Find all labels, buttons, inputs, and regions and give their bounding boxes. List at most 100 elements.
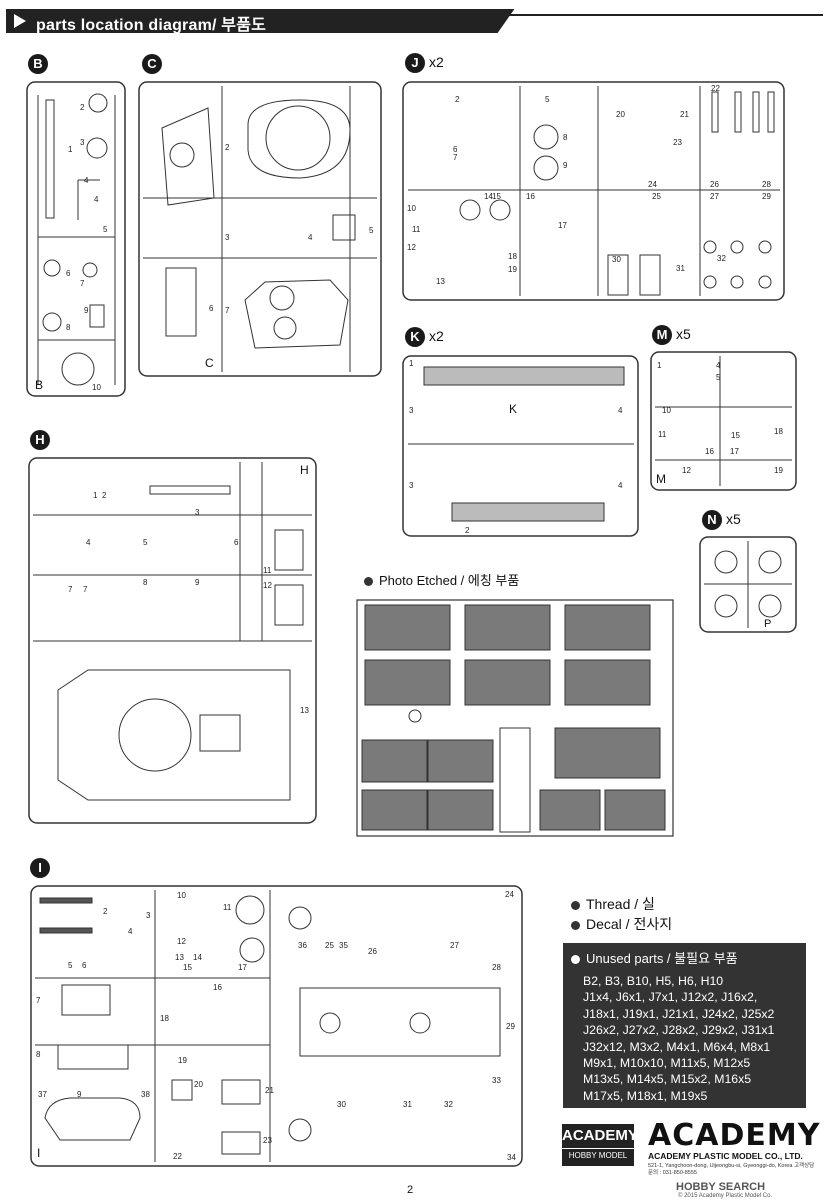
svg-text:18: 18 (508, 252, 517, 261)
sprue-b-badge: B (28, 54, 48, 74)
unused-parts-line: M17x5, M18x1, M19x5 (583, 1088, 708, 1103)
svg-text:16: 16 (526, 192, 535, 201)
svg-text:14: 14 (484, 192, 493, 201)
svg-text:6: 6 (453, 145, 458, 154)
bullet-icon (571, 900, 580, 910)
svg-text:8: 8 (66, 323, 71, 332)
svg-text:3: 3 (146, 911, 151, 920)
svg-text:30: 30 (612, 255, 621, 264)
sprue-j-multiplier: x2 (429, 54, 444, 70)
svg-text:4: 4 (84, 176, 89, 185)
svg-text:7: 7 (225, 306, 230, 315)
svg-text:5: 5 (716, 373, 721, 382)
svg-text:17: 17 (238, 963, 247, 972)
svg-text:3: 3 (195, 508, 200, 517)
svg-text:12: 12 (263, 581, 272, 590)
sprue-h-corner-label: H (300, 463, 309, 477)
svg-text:32: 32 (717, 254, 726, 263)
svg-text:17: 17 (558, 221, 567, 230)
svg-text:14: 14 (193, 953, 202, 962)
sprue-c-badge: C (142, 54, 162, 74)
watermark: HOBBY SEARCH © 2015 Academy Plastic Mode… (676, 1181, 773, 1199)
sprue-i-corner-label: I (37, 1146, 41, 1160)
svg-text:19: 19 (178, 1056, 187, 1065)
sprue-i-badge: I (30, 858, 50, 878)
svg-text:23: 23 (263, 1136, 272, 1145)
photo-etched-label: Photo Etched / 에칭 부품 (364, 570, 519, 589)
svg-text:16: 16 (213, 983, 222, 992)
svg-text:30: 30 (337, 1100, 346, 1109)
svg-text:19: 19 (508, 265, 517, 274)
svg-text:4: 4 (86, 538, 91, 547)
svg-text:22: 22 (711, 84, 720, 93)
unused-parts-line: J1x4, J6x1, J7x1, J12x2, J16x2, (583, 990, 758, 1005)
svg-text:25: 25 (652, 192, 661, 201)
svg-text:31: 31 (403, 1100, 412, 1109)
svg-text:24: 24 (505, 890, 514, 899)
svg-text:7: 7 (36, 996, 41, 1005)
svg-text:11: 11 (223, 903, 232, 912)
svg-text:5: 5 (545, 95, 550, 104)
svg-text:2: 2 (102, 491, 107, 500)
svg-text:29: 29 (762, 192, 771, 201)
unused-parts-title: Unused parts / 불필요 부품 (571, 948, 738, 967)
svg-text:2: 2 (103, 907, 108, 916)
svg-text:29: 29 (506, 1022, 515, 1031)
sprue-b-corner-label: B (35, 378, 44, 392)
svg-text:15: 15 (731, 431, 740, 440)
svg-text:8: 8 (143, 578, 148, 587)
svg-text:11: 11 (263, 566, 272, 575)
sprue-m-badge: M (652, 325, 672, 345)
svg-text:20: 20 (194, 1080, 203, 1089)
svg-text:8: 8 (36, 1050, 41, 1059)
svg-text:1: 1 (93, 491, 98, 500)
svg-text:13: 13 (436, 277, 445, 286)
bullet-icon (364, 577, 373, 587)
svg-text:9: 9 (77, 1090, 82, 1099)
company-name: ACADEMY PLASTIC MODEL CO., LTD. (648, 1151, 803, 1161)
svg-text:16: 16 (705, 447, 714, 456)
header-rule (496, 14, 823, 16)
svg-text:8: 8 (563, 133, 568, 142)
sprue-k-inner-label: K (509, 402, 518, 416)
svg-text:5: 5 (369, 226, 374, 235)
sprue-h-badge: H (30, 430, 50, 450)
svg-text:9: 9 (195, 578, 200, 587)
svg-text:2: 2 (80, 103, 85, 112)
svg-text:12: 12 (177, 937, 186, 946)
svg-text:7: 7 (83, 585, 88, 594)
svg-text:4: 4 (618, 406, 623, 415)
svg-text:22: 22 (173, 1152, 182, 1161)
svg-text:25: 25 (325, 941, 334, 950)
page-number: 2 (407, 1184, 414, 1196)
svg-text:10: 10 (662, 406, 671, 415)
svg-text:5: 5 (143, 538, 148, 547)
unused-parts-line: B2, B3, B10, H5, H6, H10 (583, 974, 724, 988)
svg-text:13: 13 (175, 953, 184, 962)
svg-text:4: 4 (128, 927, 133, 936)
academy-logo-badge: ACADEMY HOBBY MODEL KITS (562, 1124, 638, 1174)
svg-text:24: 24 (648, 180, 657, 189)
svg-text:6: 6 (234, 538, 239, 547)
svg-text:3: 3 (80, 138, 85, 147)
bullet-icon (571, 920, 580, 930)
svg-text:26: 26 (368, 947, 377, 956)
svg-text:18: 18 (160, 1014, 169, 1023)
svg-text:10: 10 (177, 891, 186, 900)
sprue-n-multiplier: x5 (726, 511, 741, 527)
svg-text:3: 3 (409, 406, 414, 415)
svg-text:4: 4 (308, 233, 313, 242)
svg-text:9: 9 (563, 161, 568, 170)
svg-text:1: 1 (409, 359, 414, 368)
svg-text:19: 19 (774, 466, 783, 475)
thread-legend: Thread / 실 (571, 894, 655, 914)
svg-text:21: 21 (680, 110, 689, 119)
svg-text:38: 38 (141, 1090, 150, 1099)
svg-text:36: 36 (298, 941, 307, 950)
svg-text:10: 10 (407, 204, 416, 213)
svg-text:2: 2 (455, 95, 460, 104)
svg-text:17: 17 (730, 447, 739, 456)
svg-text:12: 12 (407, 243, 416, 252)
svg-text:7: 7 (68, 585, 73, 594)
